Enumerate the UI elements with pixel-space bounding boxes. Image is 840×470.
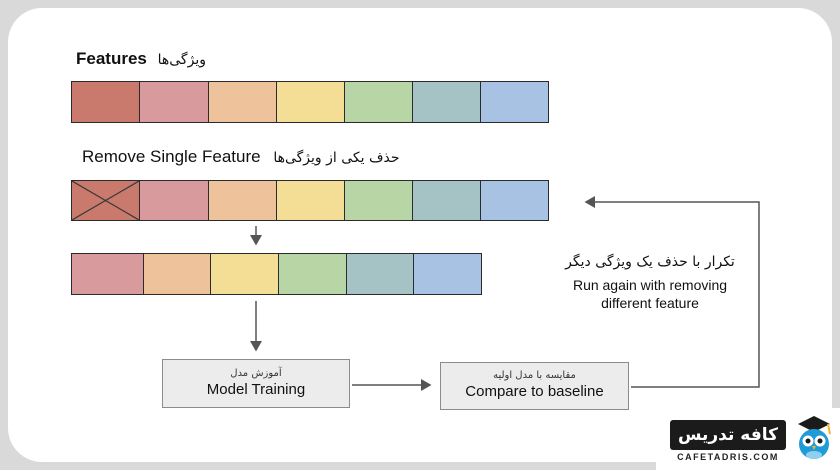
feature-cell (144, 254, 211, 294)
feature-cell (279, 254, 347, 294)
feature-cell (413, 181, 481, 220)
feature-cell (72, 82, 140, 122)
feature-cell (345, 181, 413, 220)
remove-title-en: Remove Single Feature (82, 147, 261, 166)
cross-icon (72, 181, 139, 220)
feature-cell (209, 181, 277, 220)
compare-label: Compare to baseline (465, 383, 604, 400)
compare-box: مقایسه با مدل اولیه Compare to baseline (440, 362, 629, 410)
model-training-label: Model Training (206, 380, 306, 398)
rerun-note: تکرار با حذف یک ویژگی دیگر Run again wit… (540, 254, 760, 312)
feature-cell (211, 254, 279, 294)
logo-wordmark: کافه تدریس (677, 425, 779, 445)
logo-text: کافه تدریس (670, 420, 786, 450)
reduced-bar (71, 253, 482, 295)
logo-domain: CAFETADRIS.COM (677, 452, 779, 462)
feature-cell (140, 82, 209, 122)
feature-cell (481, 82, 548, 122)
features-title: Features ویژگی‌ها (76, 49, 206, 69)
rerun-line-2: different feature (601, 295, 699, 311)
arrow-loop-back (584, 196, 760, 388)
feature-cell (140, 181, 209, 220)
features-title-en: Features (76, 49, 147, 68)
feature-cell (277, 82, 345, 122)
model-training-label-fa: آموزش مدل (230, 367, 282, 379)
rerun-line-1: Run again with removing (572, 277, 728, 293)
feature-cell (72, 254, 144, 294)
feature-cell (347, 254, 414, 294)
removed-feature-cell (72, 181, 140, 220)
features-title-fa: ویژگی‌ها (157, 52, 206, 68)
feature-cell (414, 254, 481, 294)
owl-mascot-icon (798, 416, 831, 459)
model-training-box: آموزش مدل Model Training (162, 359, 350, 408)
feature-cell (209, 82, 277, 122)
feature-cell (481, 181, 548, 220)
features-bar (71, 81, 549, 123)
feature-cell (413, 82, 481, 122)
compare-label-fa: مقایسه با مدل اولیه (493, 370, 576, 381)
rerun-label-fa: تکرار با حذف یک ویژگی دیگر (565, 254, 735, 270)
feature-cell (345, 82, 413, 122)
remove-bar (71, 180, 549, 221)
remove-title-fa: حذف یکی از ویژگی‌ها (273, 150, 400, 166)
logo-area: کافه تدریس CAFETADRIS.COM (656, 408, 840, 470)
feature-cell (277, 181, 345, 220)
remove-title: Remove Single Feature حذف یکی از ویژگی‌ه… (82, 147, 400, 167)
